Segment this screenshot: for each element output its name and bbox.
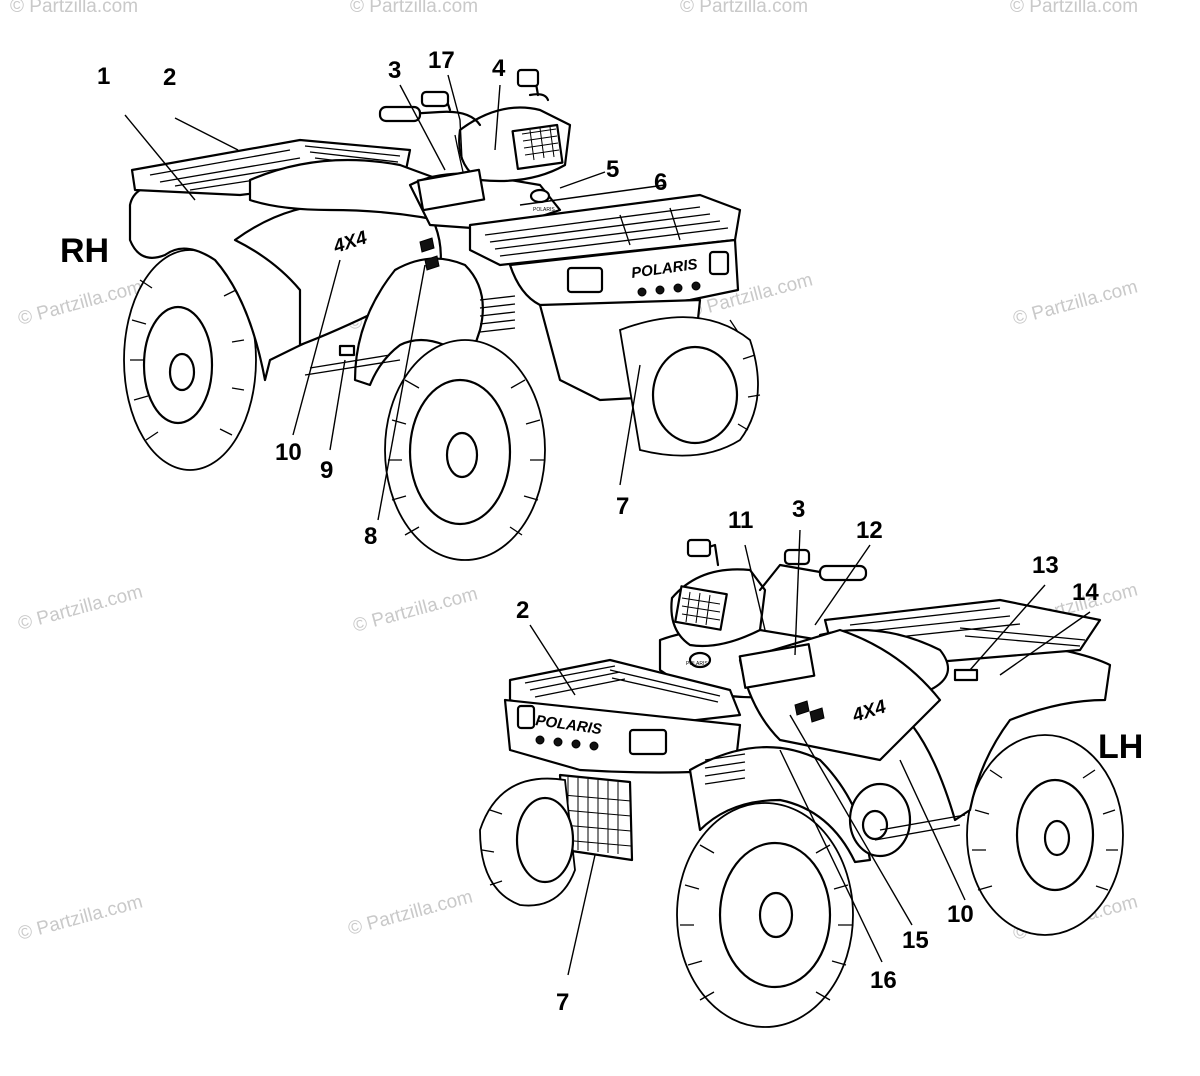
brand-decal-small: POLARIS	[533, 207, 555, 213]
callout-label: 5	[606, 156, 619, 183]
watermark: © Partzilla.com	[16, 891, 145, 944]
watermark: © Partzilla.com	[680, 0, 808, 17]
callout-label: 16	[870, 967, 897, 994]
bumper-dots	[637, 281, 701, 297]
side-label-rh: RH	[60, 232, 109, 270]
callout-label: 10	[947, 901, 974, 928]
atv-left-side-view: 4X4 POLARIS	[479, 538, 1124, 1028]
bumper-dots	[535, 735, 599, 751]
callout-label: 7	[556, 989, 569, 1016]
callout-label: 7	[616, 493, 629, 520]
callout-label: 13	[1032, 552, 1059, 579]
watermark: © Partzilla.com	[16, 276, 145, 329]
callout-label: 2	[163, 64, 176, 91]
callouts-rh: 1 2 3 17 4 5 6 10 9 8 7	[97, 47, 667, 550]
callouts-lh: 11 3 12 2 13 14 10 15 16 7	[516, 496, 1099, 1016]
callout-label: 14	[1072, 579, 1099, 606]
atv-right-side-view: POLARIS 4X4	[123, 68, 761, 561]
handlebar	[388, 110, 482, 127]
watermark: © Partzilla.com	[1011, 276, 1140, 329]
front-wheel	[676, 802, 854, 1028]
leader-lines	[124, 74, 1091, 976]
callout-label: 10	[275, 439, 302, 466]
watermark: © Partzilla.com	[350, 0, 478, 17]
callout-label: 1	[97, 63, 110, 90]
callout-label: 12	[856, 517, 883, 544]
callout-label: 6	[654, 169, 667, 196]
side-label-lh: LH	[1098, 728, 1143, 766]
watermark: © Partzilla.com	[10, 0, 138, 17]
front-wheel	[384, 339, 546, 561]
rear-wheel	[123, 249, 257, 471]
brand-decal-small: POLARIS	[686, 661, 708, 667]
watermark: © Partzilla.com	[346, 886, 475, 939]
front-far-wheel	[618, 316, 761, 457]
callout-label: 2	[516, 597, 529, 624]
callout-label: 15	[902, 927, 929, 954]
watermark: © Partzilla.com	[16, 581, 145, 634]
callout-label: 4	[492, 55, 506, 82]
callout-label: 8	[364, 523, 377, 550]
front-far-wheel	[479, 777, 576, 907]
watermark: © Partzilla.com	[351, 583, 480, 636]
callout-label: 11	[728, 507, 753, 534]
callout-label: 3	[792, 496, 805, 523]
callout-label: 9	[320, 457, 333, 484]
rear-wheel	[966, 734, 1124, 936]
callout-label: 17	[428, 47, 455, 74]
watermark: © Partzilla.com	[1010, 0, 1138, 17]
callout-label: 3	[388, 57, 401, 84]
front-fender	[353, 257, 484, 387]
